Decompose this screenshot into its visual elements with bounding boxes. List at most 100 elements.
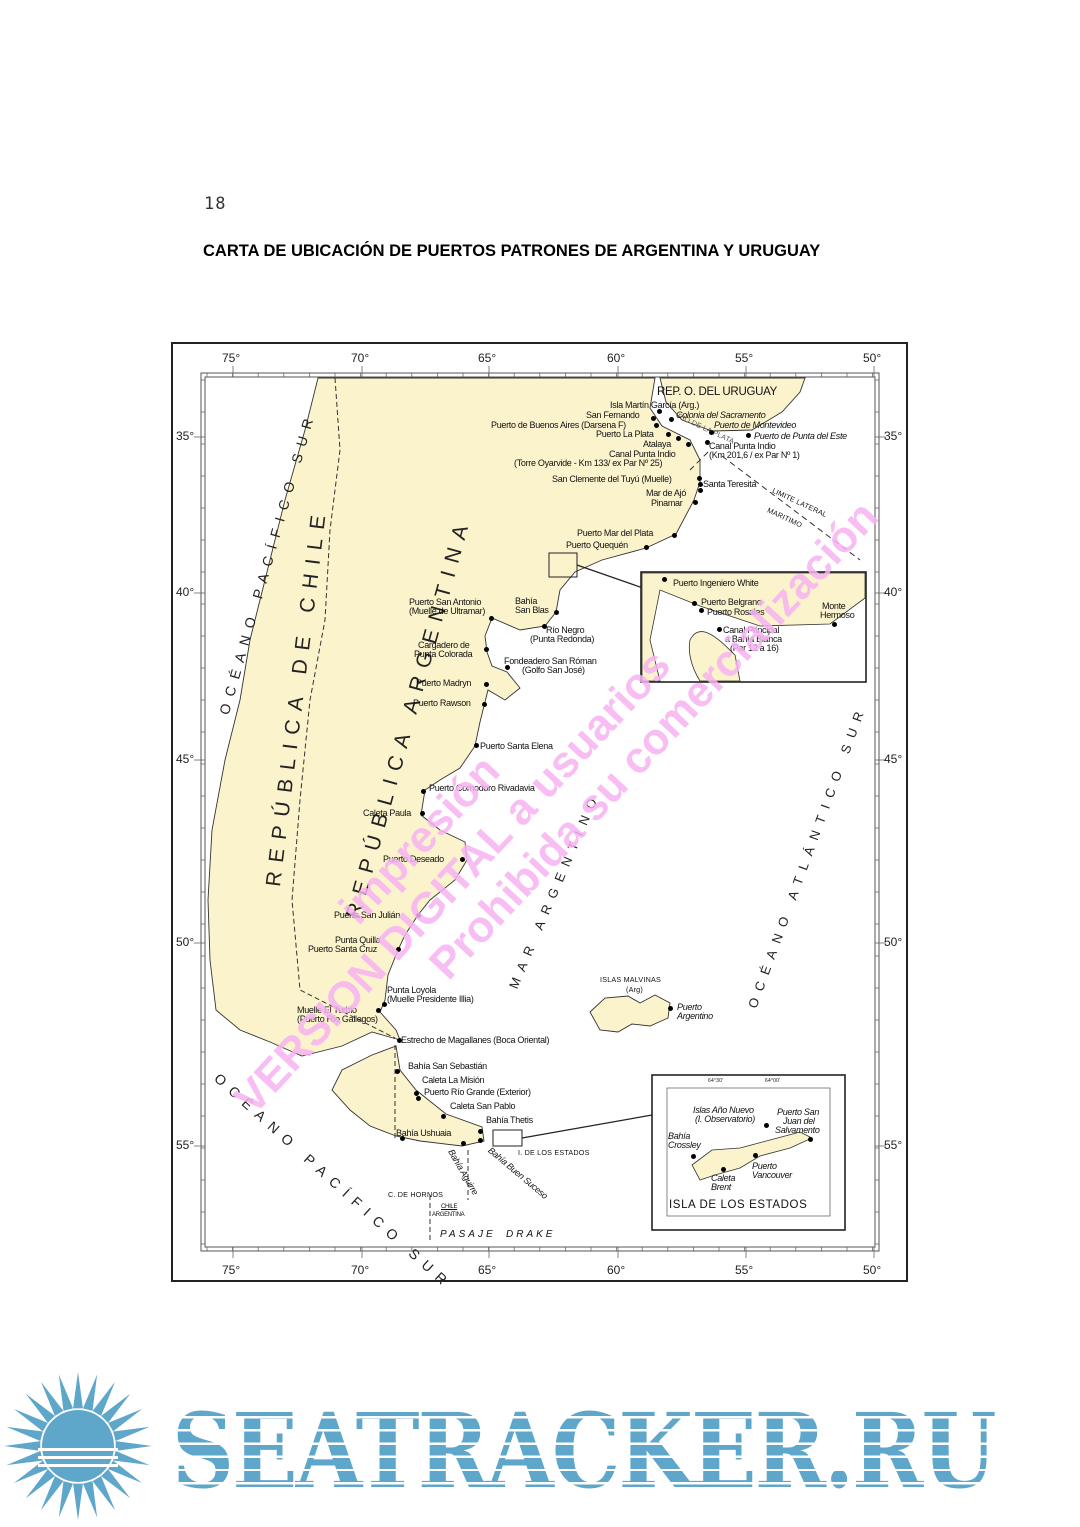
port-marker[interactable] — [396, 1037, 402, 1043]
port-label[interactable]: Punta Colorada — [414, 649, 473, 659]
inset-port-label[interactable]: Puerto Belgrano — [701, 597, 762, 607]
inset-port-label[interactable]: Crossley — [668, 1140, 701, 1150]
port-label[interactable]: (Punta Redonda) — [530, 634, 595, 644]
port-label[interactable]: San Blas — [515, 605, 549, 615]
inset-port-label[interactable]: Puerto Rosales — [707, 607, 765, 617]
port-label[interactable]: Caleta San Pablo — [450, 1101, 516, 1111]
port-label[interactable]: Atalaya — [643, 439, 671, 449]
inset-port-label[interactable]: Juan del — [783, 1116, 815, 1126]
port-marker[interactable] — [685, 441, 691, 447]
port-marker[interactable] — [716, 626, 722, 632]
inset-port-label[interactable]: Puerto — [752, 1161, 777, 1171]
port-label[interactable]: (Puerto Río Gallegos) — [297, 1014, 378, 1024]
port-label[interactable]: Canal Punta Indio — [609, 449, 676, 459]
port-label[interactable]: Puerto Madryn — [416, 678, 472, 688]
port-marker[interactable] — [720, 1166, 726, 1172]
port-label[interactable]: Argentino — [677, 1011, 713, 1021]
port-marker[interactable] — [440, 1113, 446, 1119]
port-label[interactable]: Santa Teresita — [703, 479, 757, 489]
port-label[interactable]: Puerto Santa Elena — [480, 741, 553, 751]
port-label[interactable]: Puerto Quequén — [566, 540, 628, 550]
port-marker[interactable] — [477, 1128, 483, 1134]
port-marker[interactable] — [477, 1137, 483, 1143]
port-marker[interactable] — [394, 1068, 400, 1074]
port-marker[interactable] — [488, 615, 494, 621]
inset-port-label[interactable]: Hermoso — [820, 610, 855, 620]
port-marker[interactable] — [704, 439, 710, 445]
inset-port-label[interactable]: Islas Año Nuevo — [693, 1105, 754, 1115]
port-label[interactable]: Muelle El Turbio — [297, 1005, 357, 1015]
port-marker[interactable] — [708, 429, 714, 435]
inset-port-label[interactable]: Vancouver — [752, 1170, 792, 1180]
port-marker[interactable] — [643, 544, 649, 550]
port-marker[interactable] — [460, 1140, 466, 1146]
port-label[interactable]: Puerto Rawson — [413, 698, 471, 708]
port-marker[interactable] — [420, 788, 426, 794]
port-label[interactable]: (Golfo San José) — [522, 665, 585, 675]
inset-port-label[interactable]: (I. Observatorio) — [695, 1114, 755, 1124]
port-label[interactable]: Bahía Thetis — [486, 1115, 533, 1125]
port-marker[interactable] — [553, 609, 559, 615]
port-label[interactable]: Río Negro — [546, 625, 585, 635]
port-label[interactable]: Canal Punta Indio — [709, 441, 776, 451]
port-marker[interactable] — [415, 912, 421, 918]
inset-port-label[interactable]: Brent — [711, 1182, 732, 1192]
port-marker[interactable] — [692, 499, 698, 505]
port-label[interactable]: Bahía — [515, 596, 538, 606]
inset-port-label[interactable]: Canal Principal — [723, 625, 780, 635]
port-label[interactable]: Cargadero de — [418, 640, 470, 650]
port-marker[interactable] — [415, 1095, 421, 1101]
port-label[interactable]: Puerto San Julián — [334, 910, 400, 920]
port-marker[interactable] — [481, 701, 487, 707]
port-marker[interactable] — [483, 681, 489, 687]
port-label[interactable]: Puerto — [677, 1002, 702, 1012]
port-marker[interactable] — [419, 810, 425, 816]
port-marker[interactable] — [831, 621, 837, 627]
port-marker[interactable] — [696, 475, 702, 481]
port-label[interactable]: Puerto de Punta del Este — [754, 431, 847, 441]
port-marker[interactable] — [697, 481, 703, 487]
port-label[interactable]: Pinamar — [651, 498, 683, 508]
port-label[interactable]: Puerto de Buenos Aires (Darsena F) — [491, 420, 626, 430]
port-marker[interactable] — [650, 415, 656, 421]
port-marker[interactable] — [745, 432, 751, 438]
port-marker[interactable] — [395, 946, 401, 952]
port-label[interactable]: (Torre Oyarvide - Km 133/ ex Par Nº 25) — [514, 458, 663, 468]
port-marker[interactable] — [661, 576, 667, 582]
inset-port-label[interactable]: Bahía — [668, 1131, 691, 1141]
inset-port-label[interactable]: Caleta — [711, 1173, 736, 1183]
port-label[interactable]: (Km 201,6 / ex Par Nº 1) — [709, 450, 800, 460]
port-marker[interactable] — [667, 1005, 673, 1011]
port-label[interactable]: Puerto La Plata — [596, 429, 654, 439]
port-label[interactable]: Caleta La Misión — [422, 1075, 485, 1085]
port-marker[interactable] — [763, 1122, 769, 1128]
port-marker[interactable] — [691, 600, 697, 606]
inset-port-label[interactable]: (Par 12 a 16) — [730, 643, 779, 653]
port-label[interactable]: Mar de Ajó — [646, 488, 687, 498]
port-label[interactable]: Puerto Comodoro Rivadavia — [429, 783, 535, 793]
port-label[interactable]: San Fernando — [586, 410, 640, 420]
port-label[interactable]: Puerto Deseado — [383, 854, 444, 864]
port-marker[interactable] — [653, 422, 659, 428]
port-marker[interactable] — [656, 408, 662, 414]
port-marker[interactable] — [752, 1152, 758, 1158]
port-marker[interactable] — [668, 416, 674, 422]
port-label[interactable]: Punta Loyola — [387, 985, 436, 995]
port-label[interactable]: Puerto San Antonio — [409, 597, 482, 607]
port-label[interactable]: Puerto Mar del Plata — [577, 528, 654, 538]
port-marker[interactable] — [459, 856, 465, 862]
port-label[interactable]: Puerto Santa Cruz — [308, 944, 377, 954]
port-marker[interactable] — [413, 1090, 419, 1096]
port-marker[interactable] — [375, 1007, 381, 1013]
port-label[interactable]: Punta Quilla — [335, 935, 381, 945]
port-marker[interactable] — [483, 646, 489, 652]
port-marker[interactable] — [675, 435, 681, 441]
port-label[interactable]: Bahía San Sebastián — [408, 1061, 487, 1071]
inset-port-label[interactable]: Monte — [822, 601, 846, 611]
port-label[interactable]: Bahía Ushuaia — [396, 1128, 452, 1138]
port-label[interactable]: Puerto de Montevideo — [714, 420, 797, 430]
port-label[interactable]: Fondeadero San Róman — [504, 656, 597, 666]
port-marker[interactable] — [697, 487, 703, 493]
port-marker[interactable] — [473, 742, 479, 748]
port-marker[interactable] — [671, 532, 677, 538]
